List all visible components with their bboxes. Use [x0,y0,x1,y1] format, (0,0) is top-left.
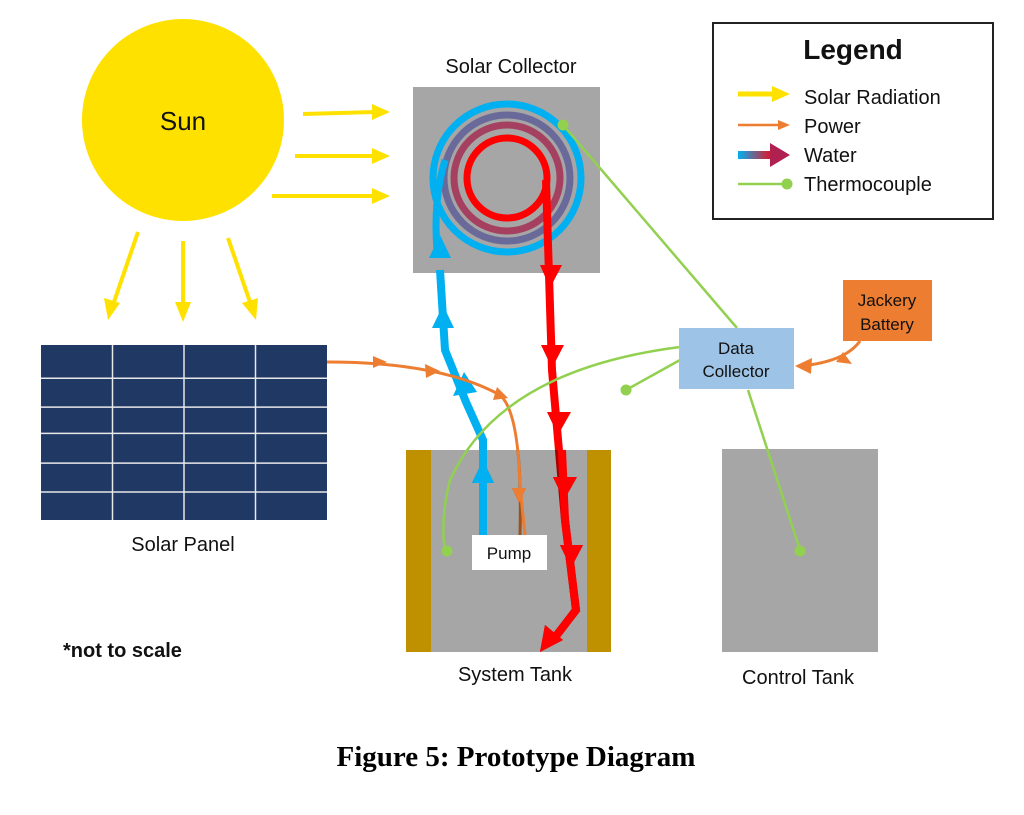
power-flow-arrow [425,364,440,378]
water-arrow-icon [770,143,790,167]
radiation-arrow [302,104,390,120]
radiation-arrow [272,188,390,204]
tank-insulation-right [587,450,611,652]
legend-item-water: Water [738,143,857,167]
thermocouple-wire-collector [562,124,738,329]
legend: Legend Solar Radiation Power Water Therm… [712,22,994,220]
sun-circle [82,19,284,221]
solar-radiation-arrow-icon [772,86,790,102]
pump-box [472,535,547,570]
thermocouple-probe-ambient [620,384,632,396]
water-flow-arrow [547,412,571,435]
control-tank-label: Control Tank [742,667,855,689]
legend-item-power: Power [738,116,861,138]
data-collector-box [679,328,794,389]
battery-label-line2: Battery [860,315,914,334]
legend-item-solar-radiation: Solar Radiation [738,86,941,109]
radiation-arrow [295,148,390,164]
data-collector-label-line1: Data [718,339,754,358]
water-flow-arrow [540,265,562,288]
power-flow-arrow [836,352,852,364]
legend-thermocouple-label: Thermocouple [804,174,932,196]
pump-label: Pump [487,544,531,563]
battery-label-line1: Jackery [858,291,917,310]
system-tank-label: System Tank [458,664,573,686]
water-flow-arrow [553,477,577,500]
power-flow-arrow [512,488,526,503]
water-flow-arrow [429,235,451,258]
sun-label: Sun [160,106,206,136]
thermocouple-wire-ambient [625,358,681,392]
power-flow-arrow [373,356,387,368]
legend-water-swatch [738,151,772,159]
legend-power-label: Power [804,116,861,138]
solar-panel-label: Solar Panel [131,534,234,556]
data-collector-label-line2: Collector [702,362,769,381]
solar-panel [41,345,327,520]
legend-box [712,22,994,220]
water-flow-arrow [472,460,494,483]
radiation-arrow [175,241,191,322]
legend-item-thermocouple: Thermocouple [738,174,932,196]
thermocouple-probe-control-tank [794,545,806,557]
collector-coil-3 [450,121,564,235]
solar-collector-label: Solar Collector [445,56,577,78]
tank-insulation-left [406,450,431,652]
water-flow-arrow [432,305,454,328]
thermocouple-wire-system-tank [442,345,681,551]
power-flow-arrow [795,358,812,374]
figure-caption: Figure 5: Prototype Diagram [337,741,696,773]
legend-solar-radiation-label: Solar Radiation [804,87,941,109]
collector-coil-inner [463,134,551,222]
thermocouple-probes [441,119,806,557]
legend-title: Legend [803,34,903,65]
radiation-arrow [104,231,140,320]
collector-coil-outer [429,100,585,256]
thermocouple-wire-control-tank [746,389,802,551]
pump: Pump [472,535,547,570]
thermocouple-wires [442,124,802,551]
thermocouple-probe-collector [557,119,569,131]
solar-radiation-arrows [104,104,390,322]
legend-water-label: Water [804,145,857,167]
power-arrow-icon [778,120,790,130]
water-flow-arrow [541,345,564,368]
power-line-battery-to-collector [795,340,862,374]
power-flow-arrow [493,387,508,400]
battery-box [843,280,932,341]
radiation-arrow [226,237,258,320]
data-collector: Data Collector [679,328,794,389]
water-flow-arrow [540,625,563,652]
water-flow-arrow [453,372,477,396]
sun: Sun [82,19,284,221]
thermocouple-probe-icon [781,178,793,190]
jackery-battery: Jackery Battery [843,280,932,341]
thermocouple-probe-system-tank [441,545,453,557]
not-to-scale-note: *not to scale [63,640,182,662]
water-flow-arrow [560,545,583,568]
solar-collector: Solar Collector [413,56,600,273]
